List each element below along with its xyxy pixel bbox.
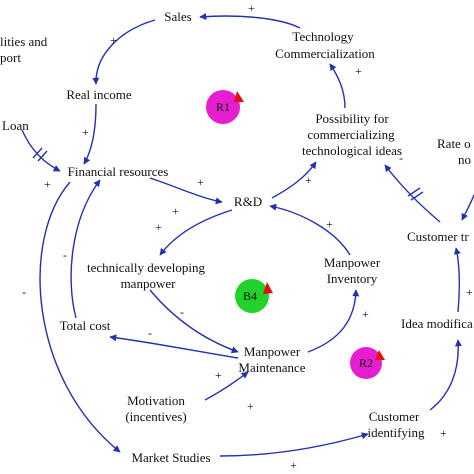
node-manpower-maint-line2: Maintenance [238, 360, 305, 375]
node-possibility-line2: commercializing [307, 127, 395, 142]
node-financial-resources: Financial resources [68, 164, 169, 179]
edge-manpowermaint-to-manpowerinv [307, 289, 360, 353]
loop-b4-marker [263, 282, 273, 294]
edge-manpowermaint-to-totalcost [109, 334, 239, 359]
edge-rd-to-techdev [159, 209, 233, 256]
polarity-signs: + + + + + + + + + - - - + + + + - + + + … [22, 1, 473, 472]
node-facilities-line1: lities and [0, 34, 48, 49]
node-facilities-line2: port [0, 50, 21, 65]
sign-totalcost-financial: - [63, 248, 67, 262]
node-customer-id-line1: Customer [369, 409, 420, 424]
node-tech-comm-line1: Technology [292, 29, 354, 44]
edge-financial-to-rd [149, 177, 223, 205]
node-motivation-line1: Motivation [127, 393, 185, 408]
node-labels: Sales Technology Commercialization litie… [0, 9, 473, 465]
sign-motivation-2: + [247, 399, 254, 413]
loop-b4-label: B4 [243, 289, 257, 303]
node-manpower-inv-line2: Inventory [327, 271, 378, 286]
node-manpower-inv-line1: Manpower [324, 255, 381, 270]
delay-marks [32, 147, 424, 201]
node-real-income: Real income [66, 87, 132, 102]
sign-realincome-financial: + [82, 125, 89, 139]
loop-r2-circle [350, 347, 382, 379]
sign-inventory-rd: + [326, 217, 333, 231]
sign-maint-totalcost: - [148, 326, 152, 340]
node-rate-line2: no [458, 152, 471, 167]
sign-market-customerid: + [290, 458, 297, 472]
node-idea-mod: Idea modifica [401, 316, 473, 331]
edge-techcomm-to-sales [199, 13, 301, 29]
loop-r1-label: R1 [216, 100, 230, 114]
edge-financial-to-marketstudies [39, 181, 121, 453]
sign-rd-techdev-2: + [155, 220, 162, 234]
edge-customerid-to-ideamod [429, 339, 462, 411]
sign-possibility-techcomm: + [355, 64, 362, 78]
edges [21, 13, 474, 457]
node-rd: R&D [234, 194, 262, 209]
edge-techdev-to-manpowermaint [149, 289, 239, 354]
sign-financial-market: - [22, 285, 26, 299]
edge-sales-to-realincome [92, 19, 156, 85]
node-market-studies: Market Studies [131, 450, 210, 465]
sign-rd-possibility: + [305, 173, 312, 187]
loop-r2-label: R2 [359, 356, 373, 370]
edge-realincome-to-financial [83, 103, 97, 165]
node-total-cost: Total cost [60, 318, 111, 333]
sign-techdev-maint: - [180, 305, 184, 319]
edge-rd-to-possibility [271, 161, 317, 199]
loop-r1-circle [206, 90, 240, 124]
node-rate-line1: Rate o [437, 136, 471, 151]
edge-manpowerinv-to-rd [269, 203, 351, 256]
node-customer-id-line2: identifying [367, 425, 425, 440]
loop-r1: R1 [206, 90, 244, 124]
edge-loan-to-financial [21, 129, 61, 172]
delay-mark-loan-1 [32, 147, 43, 159]
node-tech-dev-line2: manpower [121, 276, 177, 291]
node-possibility-line1: Possibility for [315, 111, 389, 126]
sign-techcomm-sales: + [248, 1, 255, 15]
node-tech-dev-line1: technically developing [87, 260, 206, 275]
sign-motivation-maint: + [215, 368, 222, 382]
node-possibility-line3: technological ideas [302, 143, 402, 158]
edge-ideamod-to-customertr [454, 247, 461, 313]
sign-sales-realincome: + [110, 33, 117, 47]
node-customer-tr: Customer tr [407, 229, 469, 244]
loop-b4-circle [235, 279, 269, 313]
sign-customerid-ideamod: + [440, 426, 447, 440]
edge-marketstudies-to-customerid [219, 432, 369, 457]
loop-r2-marker [375, 350, 385, 360]
loop-r1-marker [234, 91, 244, 102]
delay-mark-customertr-1 [407, 187, 421, 197]
node-tech-comm-line2: Commercialization [275, 46, 375, 61]
loop-r2: R2 [350, 347, 385, 379]
edge-totalcost-to-financial [70, 179, 101, 319]
sign-financial-rd: + [197, 175, 204, 189]
sign-maint-inventory: + [362, 307, 369, 321]
edge-motivation-to-manpowermaint [204, 371, 249, 401]
delay-mark-loan-2 [37, 150, 48, 162]
edge-possibility-to-techcomm [329, 63, 346, 109]
node-sales: Sales [164, 9, 191, 24]
sign-ideamod-customertr: + [466, 285, 473, 299]
sign-loan-financial: + [44, 177, 51, 191]
node-manpower-maint-line1: Manpower [244, 344, 301, 359]
sign-rd-techdev: + [172, 204, 179, 218]
edge-offscreen-to-customertr [461, 194, 474, 221]
node-loan: Loan [2, 118, 29, 133]
delay-mark-customertr-2 [410, 191, 424, 201]
loop-b4: B4 [235, 279, 273, 313]
sign-customertr-possibility: - [399, 151, 403, 165]
node-motivation-line2: (incentives) [125, 409, 186, 424]
